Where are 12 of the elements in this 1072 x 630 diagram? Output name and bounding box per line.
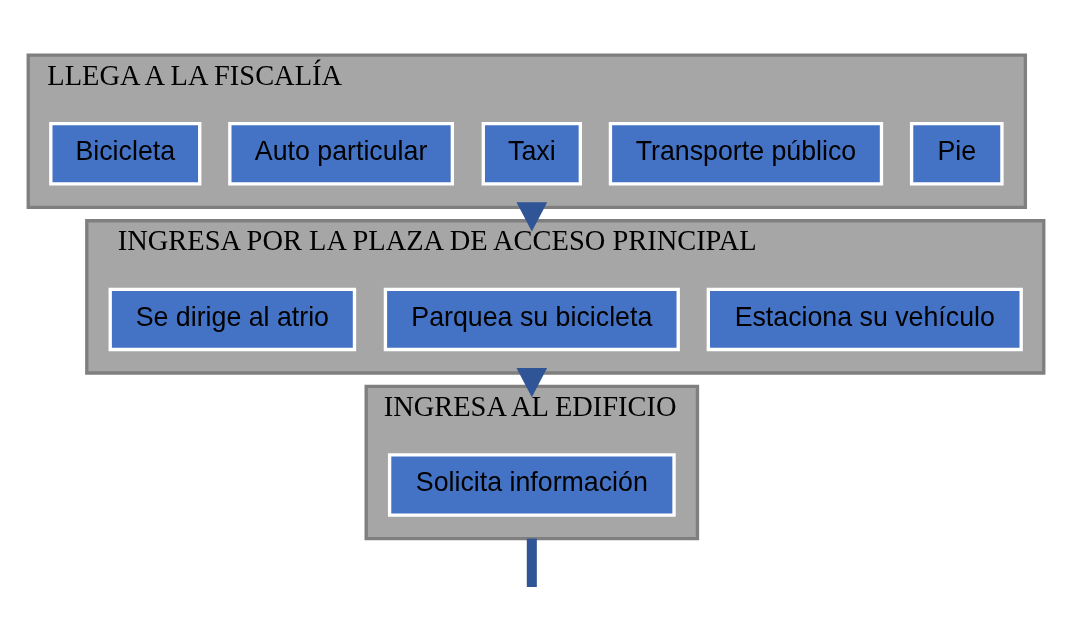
node-box: Parquea su bicicleta (383, 287, 680, 352)
node-box: Bicicleta (49, 122, 202, 186)
node-box: Solicita información (387, 453, 676, 517)
node-box: Estaciona su vehículo (706, 287, 1023, 352)
node-box: Auto particular (228, 122, 455, 186)
node-box: Taxi (481, 122, 582, 186)
connector (526, 538, 537, 587)
arrow (516, 367, 548, 398)
arrow (516, 202, 548, 232)
node-box: Pie (909, 122, 1004, 186)
node-box: Se dirige al atrio (108, 287, 357, 352)
node-box: Transporte público (608, 122, 884, 186)
